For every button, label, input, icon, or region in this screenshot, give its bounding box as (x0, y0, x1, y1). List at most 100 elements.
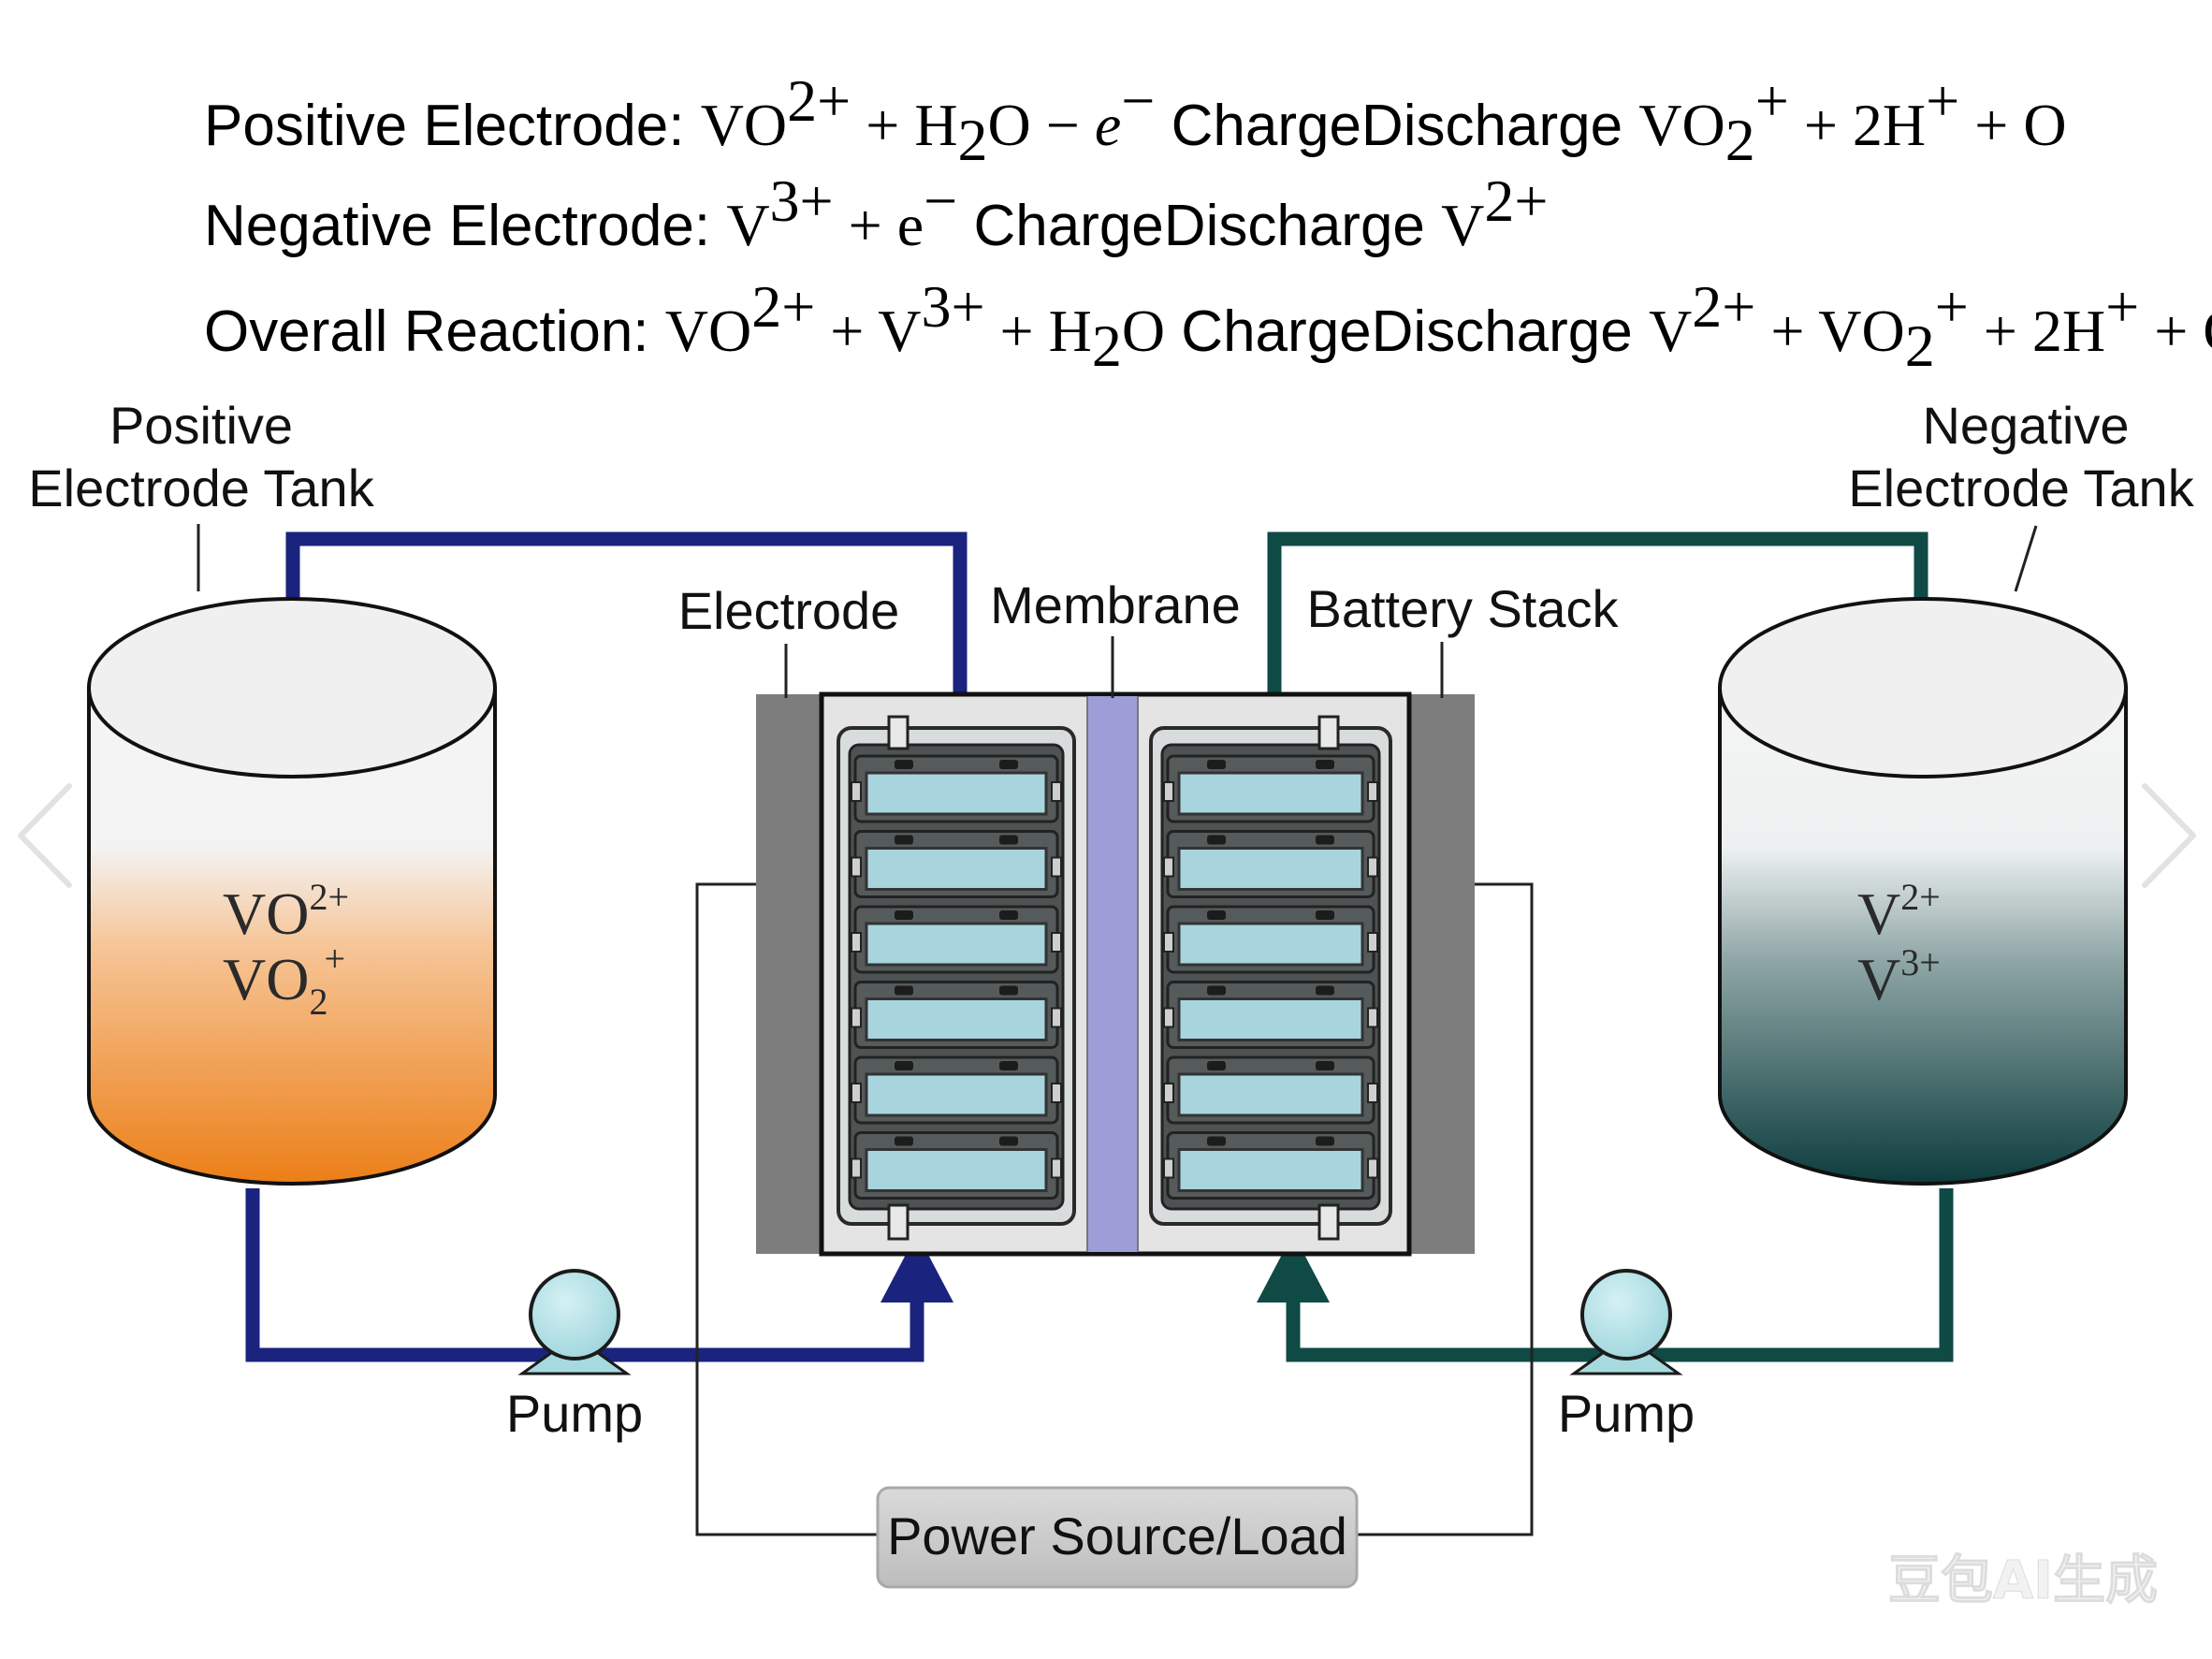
pump-right-icon (1580, 1269, 1672, 1361)
circuit-wire-left (695, 882, 878, 1536)
cell-clip-icon (851, 1007, 862, 1028)
cell-bolt-icon (895, 1061, 913, 1070)
negative-eq-right-part: V (1441, 192, 1484, 258)
positive-eq-left-part: O − (988, 92, 1095, 158)
positive-ion-line1: VO2+ (223, 876, 349, 947)
cell-clip-icon (851, 781, 862, 802)
positive-eq-right-part: 2 (1725, 107, 1755, 173)
negative-ion-line2: V3+ (1857, 941, 1941, 1012)
cell-right (1177, 1072, 1364, 1117)
overall-eq-left-part: + H (985, 298, 1092, 364)
positive-electrode-tank: VO2+ VO2+ (87, 597, 497, 1186)
overall-eq-right-part: + 2H (1969, 298, 2105, 364)
positive-eq-right-part: + O (1959, 92, 2066, 158)
pump-left-icon (529, 1269, 620, 1361)
negative-tank-lid (1718, 597, 2128, 779)
overall-eq-left-part: 2 (1092, 313, 1122, 379)
electrode-plate-left (756, 694, 822, 1254)
cell-bolt-icon (1207, 985, 1226, 996)
cell-clip-icon (1367, 1157, 1378, 1179)
overall-reaction-equation: Overall Reaction: VO2+ + V3+ + H2O Charg… (204, 273, 2212, 379)
cell-bolt-icon (1316, 1136, 1334, 1146)
positive-tank-lid (87, 597, 497, 779)
cell-column-right (1163, 754, 1378, 1200)
overall-eq-right-part: + (2105, 273, 2139, 340)
battery-stack (756, 691, 1475, 1257)
cell-bolt-icon (895, 835, 913, 845)
cell-clip-icon (851, 1083, 862, 1103)
cell-left (865, 1072, 1048, 1117)
negative-eq-left-part: V (726, 192, 769, 258)
overall-eq-label: Overall Reaction: (204, 299, 665, 364)
positive-electrode-equation: Positive Electrode: VO2+ + H2O − e−​ Cha… (204, 67, 2067, 173)
cell-bolt-icon (1207, 910, 1226, 920)
negative-ion-line1: V2+ (1857, 876, 1941, 947)
external-circuit (695, 882, 1534, 1536)
cell-left (865, 997, 1048, 1041)
positive-eq-left-part: 2+ (787, 67, 851, 134)
previous-arrow-icon[interactable] (18, 783, 72, 888)
membrane (1087, 696, 1138, 1252)
negative-eq-left-part: 3+ (770, 167, 834, 234)
overall-eq-left-part: VO (665, 298, 751, 364)
cell-bolt-icon (1316, 985, 1334, 996)
cell-bolt-icon (999, 760, 1018, 769)
cell-clip-icon (1367, 856, 1378, 878)
cell-clip-icon (1367, 1007, 1378, 1028)
positive-eq-left-part: − (1121, 67, 1155, 134)
positive-eq-left-part: e (1095, 92, 1121, 158)
circuit-wire-right (1357, 882, 1534, 1536)
overall-eq-left-part: 2+ (751, 273, 815, 340)
cell-bolt-icon (1207, 1061, 1226, 1070)
overall-eq-right-part: + (1935, 273, 1969, 340)
cell-left (865, 922, 1048, 967)
overall-eq-right-part: 2 (1905, 313, 1935, 379)
cell-bolt-icon (1316, 1061, 1334, 1070)
cell-bolt-icon (1316, 835, 1334, 845)
cell-bolt-icon (1207, 1136, 1226, 1146)
positive-eq-right-part: VO (1638, 92, 1724, 158)
cell-bolt-icon (1207, 760, 1226, 769)
watermark: 豆包AI生成 (1888, 1550, 2158, 1611)
pump-left (517, 1269, 632, 1375)
equations: Positive Electrode: VO2+ + H2O − e−​ Cha… (204, 67, 2212, 379)
pump-right-label: Pump (1558, 1384, 1695, 1443)
overall-eq-left-part: + V (815, 298, 921, 364)
negative-eq-left-part: + e (834, 192, 924, 258)
negative-tank-label-line2: Electrode Tank (1848, 458, 2194, 517)
cell-clip-icon (1051, 932, 1062, 953)
cell-clip-icon (1051, 856, 1062, 878)
positive-return-pipe (285, 531, 968, 692)
cell-right (1177, 771, 1364, 816)
positive-supply-arrow-icon (880, 1233, 953, 1302)
cell-bolt-icon (999, 1061, 1018, 1070)
positive-tank-label-line1: Positive (109, 396, 293, 455)
cell-bolt-icon (999, 985, 1018, 996)
positive-eq-left-part: 2 (958, 107, 988, 173)
cell-clip-icon (1163, 932, 1174, 953)
cell-clip-icon (1163, 1157, 1174, 1179)
cell-clip-icon (851, 1157, 862, 1179)
cell-bolt-icon (1316, 910, 1334, 920)
overall-eq-right-part: + O (2139, 298, 2212, 364)
positive-eq-right-part: + 2H (1789, 92, 1926, 158)
cell-clip-icon (1051, 1157, 1062, 1179)
overall-eq-arrow-text: ChargeDischarge (1165, 299, 1649, 364)
positive-eq-right-part: + (1926, 67, 1959, 134)
positive-eq-label: Positive Electrode: (204, 94, 701, 158)
cell-right (1177, 1148, 1364, 1192)
cell-clip-icon (1163, 1083, 1174, 1103)
positive-eq-right-part: + (1755, 67, 1789, 134)
cell-right (1177, 922, 1364, 967)
positive-eq-left-part: VO (701, 92, 787, 158)
cell-bolt-icon (895, 985, 913, 996)
next-arrow-icon[interactable] (2142, 783, 2196, 888)
negative-eq-label: Negative Electrode: (204, 194, 726, 258)
cell-bolt-icon (999, 1136, 1018, 1146)
negative-eq-left-part: − (924, 167, 957, 234)
power-source-load: Power Source/Load (876, 1486, 1359, 1589)
positive-tank-label-line2: Electrode Tank (28, 458, 374, 517)
overall-eq-right-part: + VO (1755, 298, 1904, 364)
negative-tank-label-line1: Negative (1922, 396, 2129, 455)
cell-clip-icon (1163, 856, 1174, 878)
